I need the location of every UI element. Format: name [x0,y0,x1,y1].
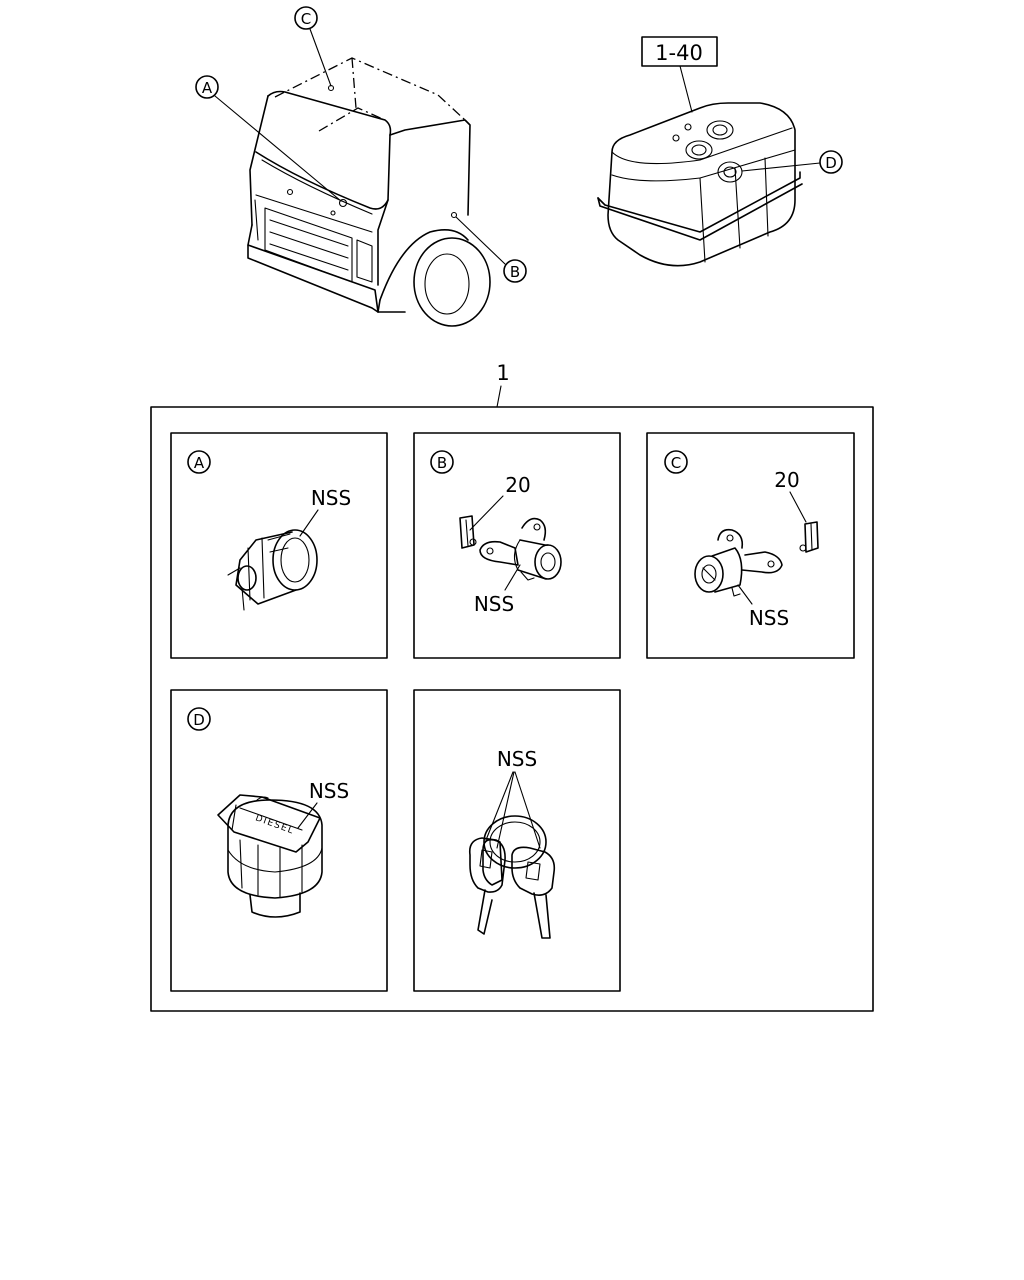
svg-text:D: D [825,154,837,172]
truck-cab-illustration [247,57,491,327]
svg-text:C: C [301,10,311,28]
fuel-cap-text: DIESEL [254,813,296,836]
panel-b-letter: B [437,454,447,472]
panel-e: NSS [413,689,621,992]
panel-b: B 20 NSS [413,432,621,659]
panel-c: C 20 NSS [646,432,855,659]
panel-d-part-label: NSS [309,779,349,803]
svg-text:A: A [202,79,213,97]
door-lock-illustration [694,521,819,597]
panel-c-part-number: 20 [774,468,799,492]
key-set-illustration [468,815,556,939]
callout-a: A [195,75,219,99]
callout-b: B [503,259,527,283]
panel-a-letter: A [194,454,205,472]
panel-b-part-label: NSS [474,592,514,616]
panel-a-part-label: NSS [311,486,351,510]
door-lock-illustration [459,515,562,581]
fuel-cap-illustration: DIESEL [217,794,323,918]
panel-d: D NSS DIESEL [170,689,388,992]
fuel-tank-illustration: 1-40 [597,36,803,267]
panel-a: A NSS [170,432,388,659]
callout-d: D [819,150,843,174]
reference-box-label: 1-40 [655,41,703,65]
panel-d-letter: D [193,711,205,729]
panel-c-letter: C [671,454,681,472]
ignition-lock-illustration [227,529,318,611]
svg-text:B: B [510,263,520,281]
panel-e-part-label: NSS [497,747,537,771]
assembly-frame [150,406,874,1012]
callout-c: C [294,6,318,30]
panel-c-part-label: NSS [749,606,789,630]
panel-b-part-number: 20 [505,473,530,497]
assembly-number: 1 [496,361,509,385]
